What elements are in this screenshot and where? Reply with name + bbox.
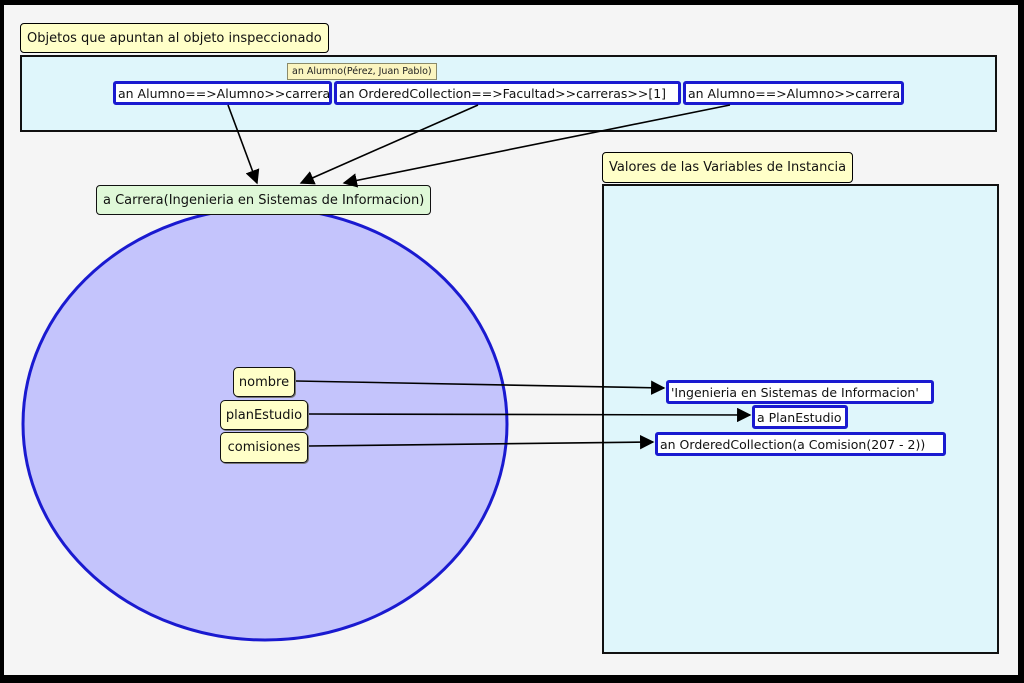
referrers-panel-title: Objetos que apuntan al objeto inspeccion… <box>20 23 329 53</box>
variable-comisiones[interactable]: comisiones <box>220 432 308 463</box>
referrer-item-ordered-collection[interactable]: an OrderedCollection==>Facultad>>carrera… <box>334 81 681 105</box>
value-plan-estudio[interactable]: a PlanEstudio <box>752 405 848 429</box>
variable-nombre[interactable]: nombre <box>233 367 295 397</box>
value-nombre[interactable]: 'Ingenieria en Sistemas de Informacion' <box>666 380 934 404</box>
values-panel-title: Valores de las Variables de Instancia <box>602 152 854 183</box>
referrer-item-alumno-1[interactable]: an Alumno==>Alumno>>carrera <box>113 81 332 105</box>
value-comisiones[interactable]: an OrderedCollection(a Comision(207 - 2)… <box>655 432 946 456</box>
referrer-tooltip: an Alumno(Pérez, Juan Pablo) <box>287 63 437 80</box>
referrer-item-alumno-2[interactable]: an Alumno==>Alumno>>carrera <box>683 81 904 105</box>
variable-plan-estudio[interactable]: planEstudio <box>220 400 308 430</box>
inspected-object-label[interactable]: a Carrera(Ingenieria en Sistemas de Info… <box>96 185 432 215</box>
